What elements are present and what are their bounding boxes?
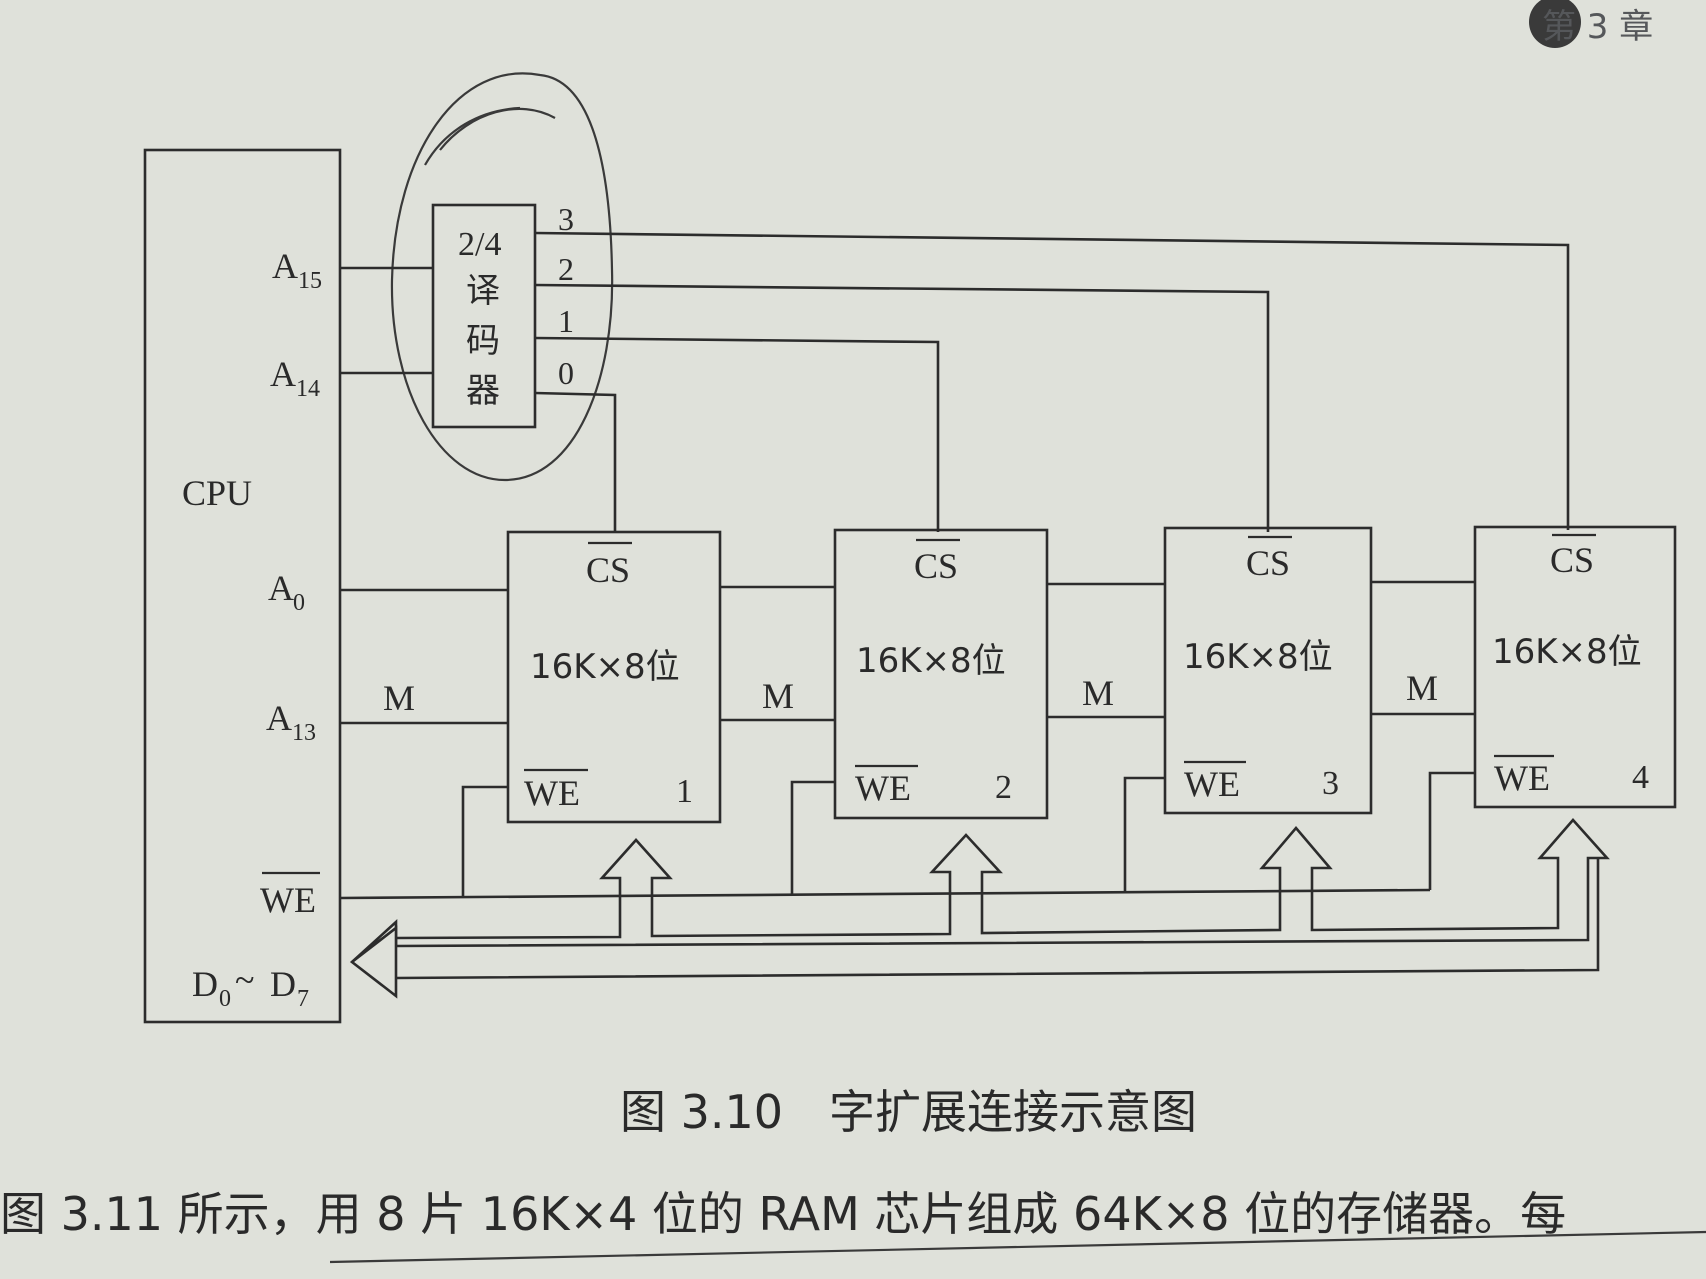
bus-label-m-3: M xyxy=(1082,673,1114,713)
svg-text:D: D xyxy=(192,964,218,1004)
svg-text:0: 0 xyxy=(219,986,231,1012)
chip-index: 3 xyxy=(1322,765,1339,802)
svg-text:D: D xyxy=(270,964,296,1004)
svg-text:14: 14 xyxy=(296,376,320,402)
pin-a15-label: A 15 xyxy=(272,246,322,294)
svg-text:A: A xyxy=(266,698,292,738)
decoder-name-line2: 译 xyxy=(466,271,500,311)
svg-text:15: 15 xyxy=(298,268,322,294)
memory-chip-1: CS 16K×8位 WE 1 xyxy=(506,530,722,824)
svg-text:A: A xyxy=(268,568,294,608)
decoder-name-line4: 器 xyxy=(466,371,500,411)
svg-text:0: 0 xyxy=(293,590,305,616)
svg-text:WE: WE xyxy=(260,880,316,920)
chapter-mark: 第 3 章 xyxy=(1529,0,1653,48)
svg-text:A: A xyxy=(272,246,298,286)
chapter-mark-text: 第 3 章 xyxy=(1542,7,1653,47)
body-text: 图 3.11 所示，用 8 片 16K×4 位的 RAM 芯片组成 64K×8 … xyxy=(0,1187,1566,1241)
bus-label-m-1: M xyxy=(383,678,415,718)
svg-text:7: 7 xyxy=(297,986,309,1012)
chip-we-label: WE xyxy=(524,773,580,813)
pin-a13-label: A 13 xyxy=(266,698,316,746)
memory-chip-4: CS 16K×8位 WE 4 xyxy=(1473,525,1677,809)
pin-a14-label: A 14 xyxy=(270,354,320,402)
handwritten-circle-annotation xyxy=(390,72,614,482)
figure-caption: 图 3.10 字扩展连接示意图 xyxy=(620,1085,1197,1139)
decoder-output-2: 2 xyxy=(558,251,574,287)
chip-index: 2 xyxy=(995,769,1012,806)
wire-cs-chip2 xyxy=(534,336,940,532)
pin-data-label: D 0 ~ D 7 xyxy=(192,960,309,1012)
chip-capacity: 16K×8位 xyxy=(1183,637,1333,677)
chip-capacity: 16K×8位 xyxy=(530,647,680,687)
memory-chip-2: CS 16K×8位 WE 2 xyxy=(833,528,1049,820)
chip-we-label: WE xyxy=(1494,758,1550,798)
svg-text:A: A xyxy=(270,354,296,394)
chip-we-label: WE xyxy=(1184,764,1240,804)
decoder-output-0: 0 xyxy=(558,355,574,391)
address-bus xyxy=(340,580,1475,725)
chip-capacity: 16K×8位 xyxy=(856,641,1006,681)
decoder-output-3: 3 xyxy=(558,201,574,237)
data-bus xyxy=(349,818,1610,999)
wire-cs-chip1 xyxy=(534,391,617,532)
wire-cs-chip4 xyxy=(534,231,1570,530)
chip-cs-label: CS xyxy=(586,550,630,590)
chip-cs-label: CS xyxy=(1550,540,1594,580)
decoder-name-line3: 码 xyxy=(466,321,500,361)
chip-cs-label: CS xyxy=(1246,543,1290,583)
decoder-block xyxy=(431,203,537,429)
memory-chip-3: CS 16K×8位 WE 3 xyxy=(1163,526,1373,815)
svg-text:~: ~ xyxy=(235,960,254,1000)
bus-label-m-2: M xyxy=(762,676,794,716)
chip-index: 4 xyxy=(1632,759,1649,796)
chip-index: 1 xyxy=(676,773,693,810)
pin-we-label: WE xyxy=(260,871,320,920)
cpu-block xyxy=(143,148,342,1024)
chip-capacity: 16K×8位 xyxy=(1492,632,1642,672)
cpu-label: CPU xyxy=(182,473,252,513)
decoder-name: 2/4 xyxy=(458,226,501,263)
bus-label-m-4: M xyxy=(1406,668,1438,708)
pin-a0-label: A 0 xyxy=(268,568,305,616)
we-control-line xyxy=(339,771,1475,900)
wire-cs-chip3 xyxy=(534,283,1270,532)
svg-text:13: 13 xyxy=(292,720,316,746)
decoder-output-1: 1 xyxy=(558,303,574,339)
chip-cs-label: CS xyxy=(914,546,958,586)
chip-we-label: WE xyxy=(855,768,911,808)
